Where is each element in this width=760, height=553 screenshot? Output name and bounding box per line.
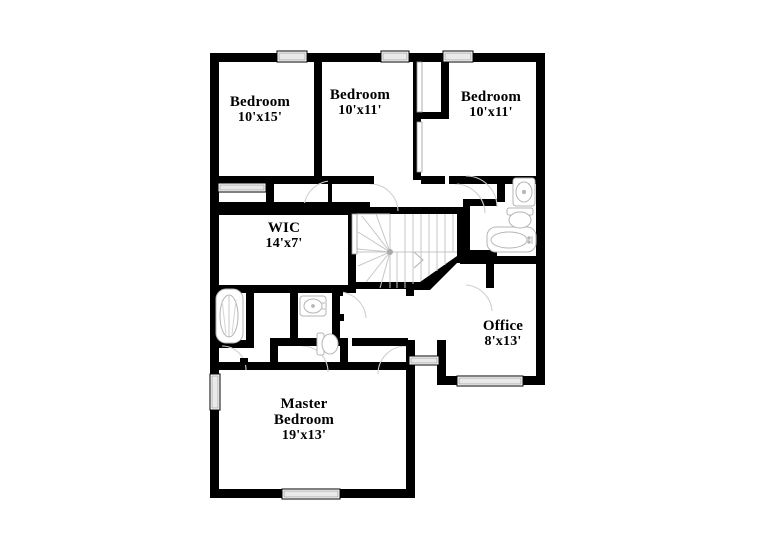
room-dims-office: 8'x13' [484, 334, 522, 350]
room-dims-bedroom-1: 10'x15' [237, 110, 283, 126]
bathtub-hall-fixture [486, 226, 537, 253]
room-dims-master-bedroom: 19'x13' [281, 428, 327, 444]
door-linen [221, 345, 248, 371]
door-bed3 [449, 176, 486, 214]
bathtub-master-fixture [215, 288, 244, 344]
doors [221, 61, 501, 375]
room-label-wic: WIC 14'x7' [210, 220, 358, 251]
room-dims-wic: 14'x7' [265, 236, 303, 252]
room-name-office: Office [482, 318, 524, 334]
room-name-bedroom-3: Bedroom [460, 89, 522, 105]
window-bed2-top [380, 50, 410, 63]
door-closet-bed2 [416, 61, 423, 173]
window-closet-left [217, 182, 267, 193]
room-name-master-line-1: Master [280, 396, 328, 412]
window-master-bottom [281, 488, 341, 500]
staircase [356, 213, 457, 289]
door-bed2 [366, 176, 399, 212]
room-label-bedroom-1: Bedroom 10'x15' [186, 94, 334, 125]
stair-newel-post [387, 249, 393, 255]
toilet-master-fixture [316, 332, 339, 356]
room-label-bedroom-3: Bedroom 10'x11' [417, 89, 565, 120]
window-office-bottom [456, 375, 524, 387]
door-office [465, 260, 494, 312]
stair-direction-arrow [413, 251, 424, 269]
door-hall-bath [465, 175, 501, 208]
room-name-master-line-2: Bedroom [273, 412, 335, 429]
room-label-master-bedroom: Master Bedroom 19'x13' [230, 396, 378, 443]
window-office-left [408, 355, 440, 366]
sink-hall-fixture [512, 177, 536, 207]
room-name-wic: WIC [267, 220, 301, 236]
room-dims-bedroom-2: 10'x11' [338, 103, 382, 119]
door-master-bath [336, 289, 367, 321]
room-label-office: Office 8'x13' [429, 318, 577, 349]
window-master-left [209, 373, 221, 411]
plumbing-fixtures [215, 177, 537, 356]
windows [209, 50, 524, 500]
sink-master-fixture [299, 295, 327, 317]
room-name-bedroom-2: Bedroom [329, 87, 391, 103]
door-closet-wic [351, 213, 358, 255]
window-bed3-top [442, 50, 474, 63]
door-bed1 [300, 180, 332, 210]
room-label-bedroom-2: Bedroom 10'x11' [286, 87, 434, 118]
toilet-hall-fixture [506, 207, 534, 229]
door-master-entry [377, 338, 408, 375]
room-dims-bedroom-3: 10'x11' [469, 105, 513, 121]
window-bed1-top [276, 50, 308, 63]
room-name-bedroom-1: Bedroom [229, 94, 291, 110]
